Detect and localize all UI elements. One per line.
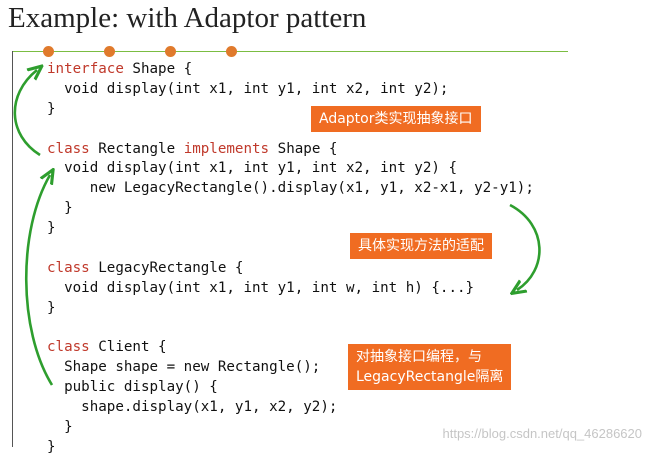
code-keyword: implements	[183, 140, 270, 157]
code-keyword: class	[47, 259, 90, 276]
code-text: }	[47, 200, 73, 217]
code-line: void display(int x1, int y1, int x2, int…	[47, 80, 534, 100]
code-text: Client {	[89, 339, 167, 356]
code-line: class Client {	[47, 338, 534, 358]
code-text: new LegacyRectangle().display(x1, y1, x2…	[47, 180, 534, 197]
title-divider	[12, 51, 568, 52]
code-text: void display(int x1, int y1, int w, int …	[47, 279, 475, 296]
code-block: interface Shape { void display(int x1, i…	[47, 60, 534, 458]
code-line: void display(int x1, int y1, int x2, int…	[47, 159, 534, 179]
code-line: }	[47, 418, 534, 438]
code-line: }	[47, 299, 534, 319]
code-line: class LegacyRectangle {	[47, 259, 534, 279]
code-text: LegacyRectangle {	[89, 259, 244, 276]
code-text: Shape {	[269, 140, 338, 157]
callout-method-adaptation: 具体实现方法的适配	[350, 233, 492, 259]
watermark: https://blog.csdn.net/qq_46286620	[442, 426, 643, 441]
slide-title: Example: with Adaptor pattern	[8, 2, 367, 34]
code-text: }	[47, 220, 56, 237]
code-line: new LegacyRectangle().display(x1, y1, x2…	[47, 179, 534, 199]
decorative-dot	[104, 46, 115, 57]
code-text: void display(int x1, int y1, int x2, int…	[47, 80, 449, 97]
code-text: void display(int x1, int y1, int x2, int…	[47, 160, 457, 177]
decorative-dot	[226, 46, 237, 57]
code-keyword: class	[47, 339, 90, 356]
callout-client-decoupling: 对抽象接口编程，与 LegacyRectangle隔离	[348, 344, 512, 390]
code-text: Rectangle	[89, 140, 184, 157]
code-keyword: interface	[47, 61, 124, 77]
code-text: shape.display(x1, y1, x2, y2);	[47, 399, 338, 416]
decorative-dot	[165, 46, 176, 57]
code-text: Shape shape = new Rectangle();	[47, 359, 321, 376]
code-text: public display() {	[47, 379, 218, 396]
decorative-dot	[43, 46, 54, 57]
code-line: public display() {	[47, 378, 534, 398]
callout-client-line-1: 对抽象接口编程，与	[356, 349, 482, 365]
code-line: shape.display(x1, y1, x2, y2);	[47, 398, 534, 418]
code-line: void display(int x1, int y1, int w, int …	[47, 279, 534, 299]
code-text: }	[47, 419, 73, 436]
left-border-line	[12, 51, 13, 447]
callout-adaptor-implements-interface: Adaptor类实现抽象接口	[311, 106, 481, 132]
code-line	[47, 319, 534, 339]
callout-client-line-2: LegacyRectangle隔离	[356, 369, 504, 385]
arrow-rectangle-to-shape	[13, 70, 40, 157]
code-line: Shape shape = new Rectangle();	[47, 358, 534, 378]
code-text: Shape {	[123, 61, 193, 77]
code-line: }	[47, 199, 534, 219]
code-text: }	[47, 100, 56, 117]
code-line: interface Shape {	[47, 60, 534, 80]
code-line: class Rectangle implements Shape {	[47, 140, 534, 160]
code-line: }	[47, 100, 534, 120]
code-text: }	[47, 299, 56, 316]
code-keyword: class	[47, 140, 90, 157]
